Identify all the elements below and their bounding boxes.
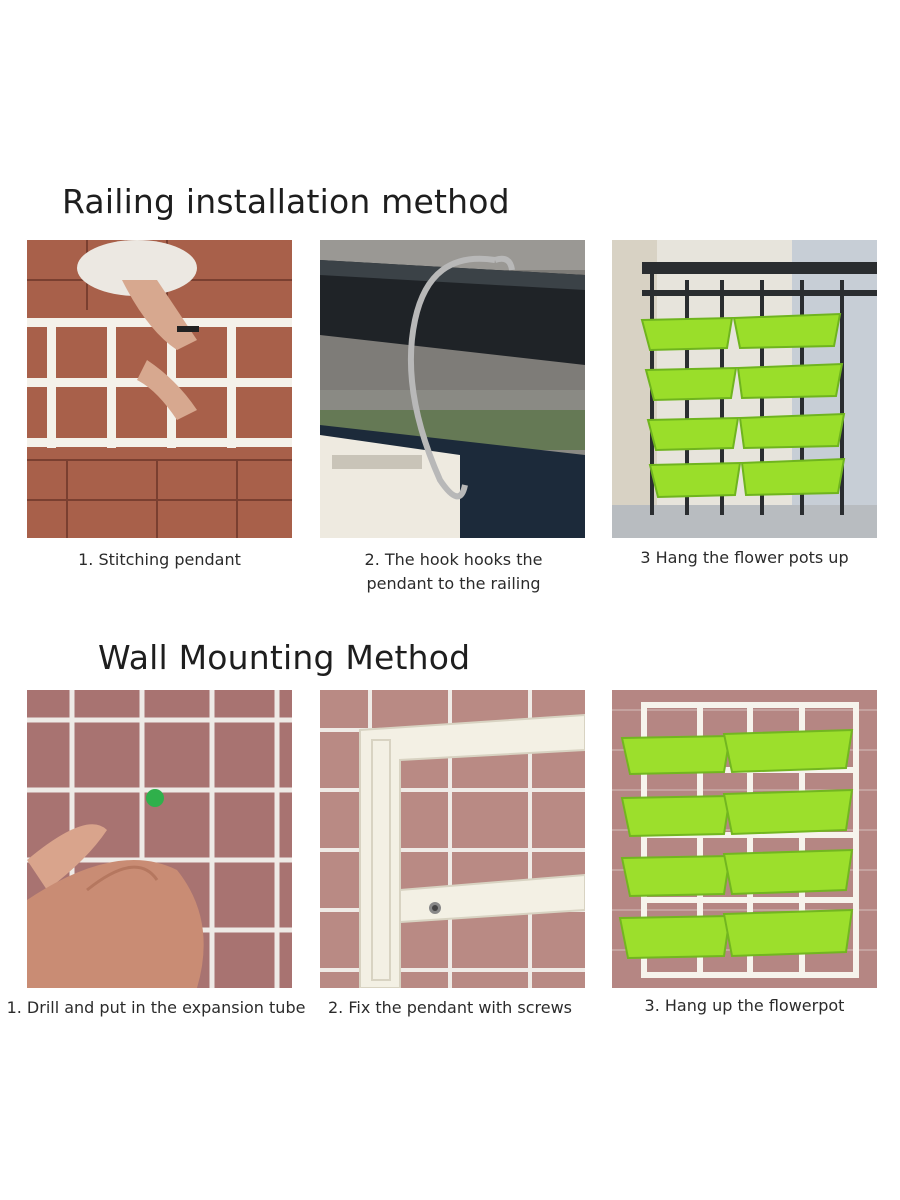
- railing-step-1-caption: 1. Stitching pendant: [78, 550, 241, 569]
- wall-step-2-caption: 2. Fix the pendant with screws: [328, 998, 572, 1017]
- railing-section-title: Railing installation method: [62, 182, 510, 221]
- wall-step-1-photo: [27, 690, 292, 988]
- railing-step-2-photo: [320, 240, 585, 538]
- wall-step-3-caption: 3. Hang up the flowerpot: [644, 996, 845, 1015]
- railing-step-3-caption: 3 Hang the flower pots up: [640, 548, 849, 567]
- railing-step-1-photo: [27, 240, 292, 538]
- wall-step-3-photo: [612, 690, 877, 988]
- railing-step-3-photo: [612, 240, 877, 538]
- wall-section-title: Wall Mounting Method: [98, 638, 471, 677]
- wall-step-2-photo: [320, 690, 585, 988]
- wall-step-1-caption: 1. Drill and put in the expansion tube: [6, 998, 306, 1017]
- railing-step-2-caption: 2. The hook hooks the pendant to the rai…: [364, 550, 543, 593]
